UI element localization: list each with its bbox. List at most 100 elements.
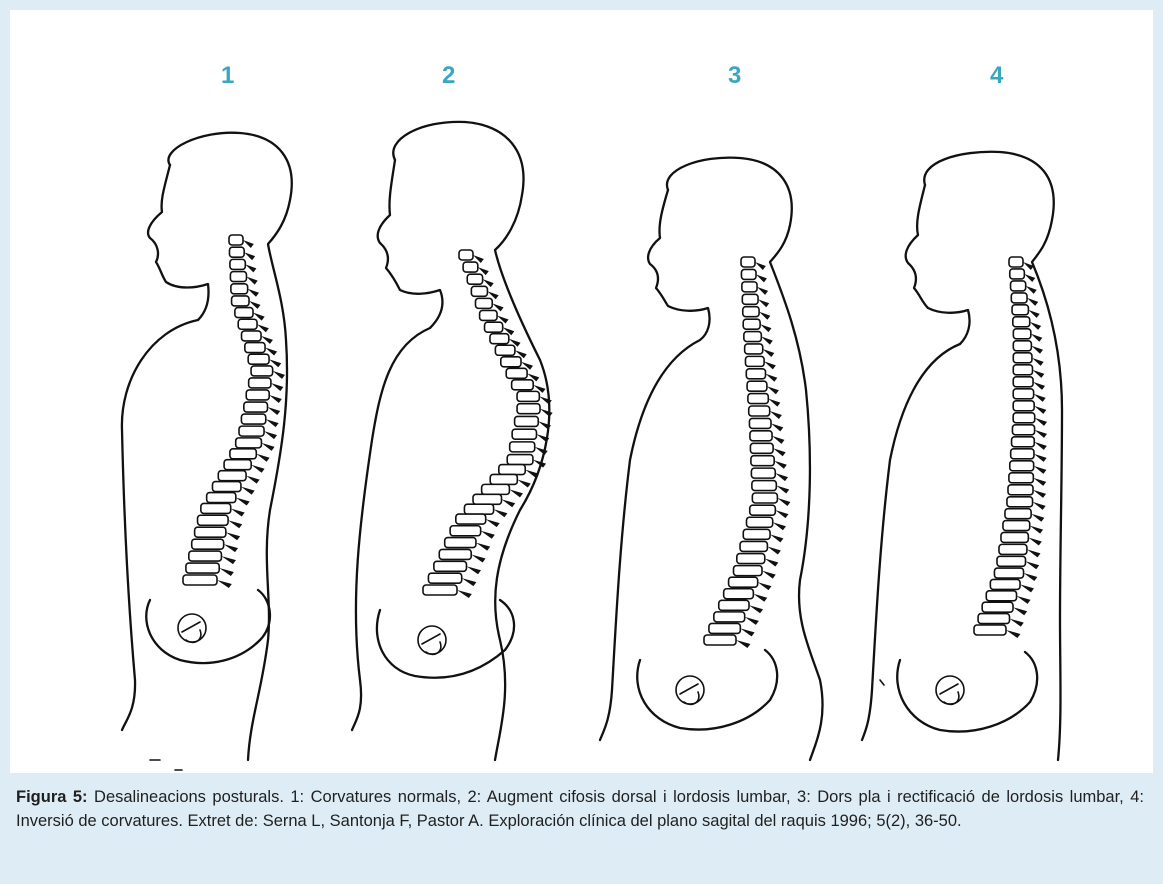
caption-box: Figura 5: Desalineacions posturals. 1: C… bbox=[0, 773, 1163, 884]
vertebra bbox=[485, 322, 503, 332]
spinous-process bbox=[1028, 310, 1039, 318]
vertebra bbox=[1013, 341, 1031, 351]
vertebra bbox=[517, 391, 539, 401]
vertebra bbox=[1003, 521, 1030, 531]
spinous-process bbox=[224, 544, 238, 552]
spinous-process bbox=[267, 407, 280, 415]
spinous-process bbox=[777, 498, 790, 506]
figure-1-spine bbox=[183, 235, 285, 588]
vertebra bbox=[473, 494, 501, 504]
vertebra bbox=[475, 298, 492, 308]
vertebra bbox=[434, 561, 467, 571]
vertebra bbox=[1013, 401, 1034, 411]
spinous-process bbox=[1034, 406, 1046, 414]
spinous-process bbox=[502, 499, 516, 507]
vertebra bbox=[459, 250, 473, 260]
spinous-process bbox=[1026, 561, 1040, 569]
vertebra bbox=[733, 566, 762, 576]
vertebra bbox=[1013, 389, 1033, 399]
vertebra bbox=[994, 568, 1023, 578]
spinous-process bbox=[1035, 430, 1047, 438]
spinous-process bbox=[476, 543, 490, 551]
figure-3-spine bbox=[704, 257, 790, 648]
vertebra bbox=[201, 503, 231, 513]
vertebra bbox=[236, 438, 262, 448]
vertebra bbox=[744, 332, 761, 342]
vertebra bbox=[974, 625, 1006, 635]
vertebra bbox=[230, 272, 246, 282]
figure-2-body bbox=[352, 122, 549, 760]
vertebra bbox=[212, 482, 240, 492]
spinous-process bbox=[1027, 298, 1038, 306]
spinous-process bbox=[1035, 418, 1047, 426]
vertebra bbox=[1005, 509, 1031, 519]
spinous-process bbox=[736, 640, 750, 648]
vertebra bbox=[183, 575, 217, 585]
spinous-process bbox=[264, 431, 277, 439]
vertebra bbox=[1013, 353, 1032, 363]
vertebra bbox=[232, 296, 249, 306]
vertebra bbox=[747, 381, 767, 391]
vertebra bbox=[428, 573, 461, 583]
vertebra bbox=[495, 345, 515, 355]
spinous-process bbox=[1032, 358, 1044, 366]
spinous-process bbox=[266, 419, 279, 427]
vertebra bbox=[704, 635, 736, 645]
spinous-process bbox=[1034, 454, 1047, 462]
vertebra bbox=[229, 247, 244, 257]
spinous-process bbox=[765, 559, 779, 567]
vertebra bbox=[229, 235, 243, 245]
spinous-process bbox=[776, 486, 789, 494]
spinous-process bbox=[758, 299, 769, 307]
vertebra bbox=[1010, 461, 1034, 471]
vertebra bbox=[517, 404, 540, 414]
spinous-process bbox=[774, 461, 787, 469]
vertebra bbox=[751, 456, 774, 466]
vertebra bbox=[1007, 497, 1033, 507]
vertebra bbox=[990, 579, 1020, 589]
vertebra bbox=[499, 465, 525, 475]
spinous-process bbox=[770, 534, 783, 542]
vertebra bbox=[239, 426, 264, 436]
vertebra bbox=[251, 366, 273, 376]
spinous-process bbox=[773, 448, 786, 456]
spinous-process bbox=[771, 423, 783, 431]
spinous-process bbox=[251, 465, 264, 473]
spinous-process bbox=[1030, 526, 1043, 534]
spinous-process bbox=[261, 443, 274, 451]
spinous-process bbox=[1034, 442, 1047, 450]
vertebra bbox=[750, 505, 776, 515]
vertebra bbox=[195, 527, 226, 537]
caption-label: Figura 5: bbox=[16, 788, 88, 806]
spinous-process bbox=[226, 532, 240, 540]
vertebra bbox=[742, 282, 757, 292]
vertebra bbox=[999, 544, 1027, 554]
vertebra bbox=[471, 286, 487, 296]
vertebra bbox=[1009, 257, 1023, 267]
spinous-process bbox=[241, 487, 255, 495]
spinous-process bbox=[1032, 370, 1044, 378]
vertebra bbox=[746, 369, 765, 379]
spinous-process bbox=[761, 337, 772, 345]
caption-text: Desalineacions posturals. 1: Corvatures … bbox=[16, 788, 1144, 830]
spinous-process bbox=[1027, 549, 1041, 557]
vertebra bbox=[445, 538, 476, 548]
vertebra bbox=[1009, 473, 1033, 483]
spinous-process bbox=[273, 371, 285, 379]
vertebra bbox=[230, 449, 256, 459]
vertebra bbox=[189, 551, 222, 561]
vertebra bbox=[1013, 413, 1035, 423]
vertebra bbox=[423, 585, 457, 595]
spinous-process bbox=[540, 409, 553, 417]
figure-3-body bbox=[600, 158, 823, 760]
vertebra bbox=[743, 529, 770, 539]
spinous-process bbox=[749, 605, 763, 613]
vertebra bbox=[714, 612, 745, 622]
vertebra bbox=[515, 416, 539, 426]
vertebra bbox=[235, 308, 253, 318]
vertebra bbox=[510, 442, 535, 452]
vertebra bbox=[748, 394, 768, 404]
figure-4-spine bbox=[974, 257, 1047, 638]
spinous-process bbox=[486, 519, 500, 527]
spinous-process bbox=[1013, 607, 1027, 615]
